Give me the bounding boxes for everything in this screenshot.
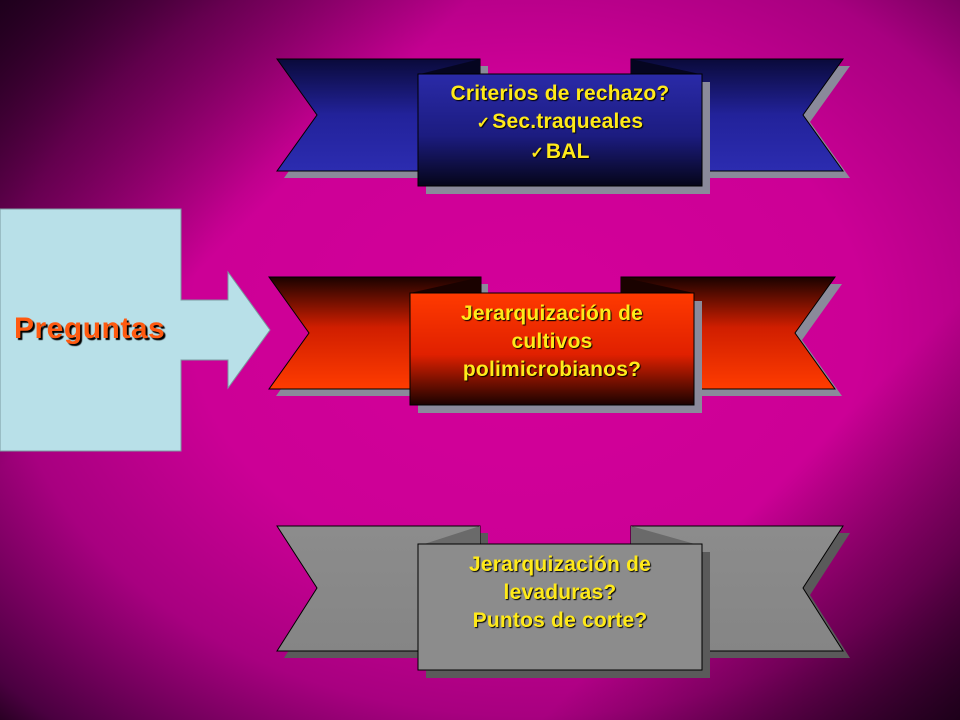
check-icon: ✓ bbox=[530, 145, 544, 162]
criterios-bullet-2: ✓BAL bbox=[418, 138, 702, 168]
cultivos-line-1: Jerarquización de bbox=[461, 302, 643, 325]
preguntas-label: Preguntas bbox=[14, 312, 166, 345]
preguntas-callout bbox=[0, 208, 271, 452]
cultivos-line-3: polimicrobianos? bbox=[462, 358, 642, 381]
ribbon-cultivos bbox=[268, 276, 842, 413]
levaduras-line-2: levaduras? bbox=[503, 581, 617, 604]
criterios-bullet-1: ✓Sec.traqueales bbox=[418, 108, 702, 138]
bullet-text: Sec.traqueales bbox=[492, 110, 644, 133]
levaduras-line-1: Jerarquización de bbox=[469, 553, 651, 576]
check-icon: ✓ bbox=[476, 115, 491, 132]
levaduras-text: Jerarquización de levaduras? Puntos de c… bbox=[418, 551, 702, 635]
levaduras-line-3: Puntos de corte? bbox=[472, 609, 648, 632]
criterios-text: Criterios de rechazo? ✓Sec.traqueales ✓B… bbox=[418, 80, 702, 168]
ribbon-criterios bbox=[276, 58, 850, 194]
criterios-title: Criterios de rechazo? bbox=[450, 82, 670, 105]
cultivos-text: Jerarquización de cultivos polimicrobian… bbox=[410, 300, 694, 384]
ribbon-levaduras bbox=[276, 525, 850, 678]
cultivos-line-2: cultivos bbox=[511, 330, 593, 353]
bullet-text: BAL bbox=[545, 140, 590, 163]
